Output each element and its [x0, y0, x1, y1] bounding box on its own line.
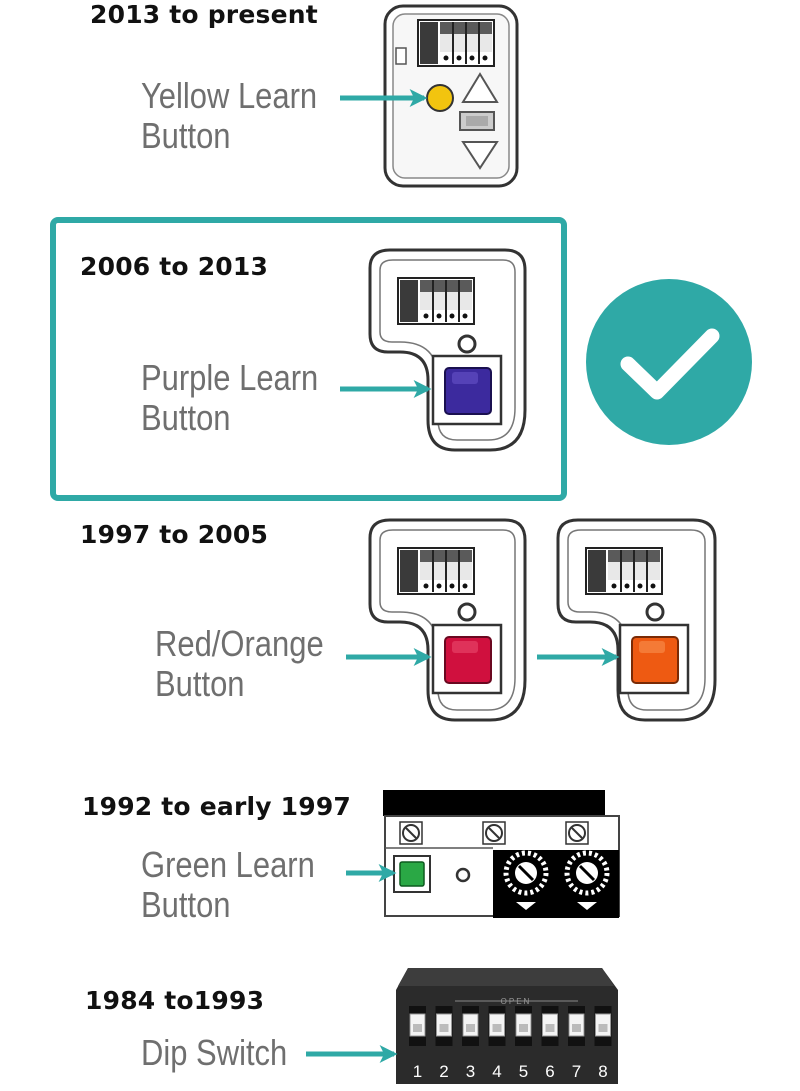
control-panel-2013	[383, 4, 519, 188]
section-title-1992: 1992 to early 1997	[82, 792, 352, 821]
dial-label-3: 3	[578, 796, 585, 811]
dip-switch-number: 7	[572, 1062, 581, 1081]
label-dip-switch: Dip Switch	[141, 1032, 288, 1073]
control-panel-1997-orange	[556, 518, 717, 722]
dip-switch-paddle-grip	[598, 1024, 608, 1032]
dip-switch-number: 6	[545, 1062, 554, 1081]
dip-switch-number: 4	[492, 1062, 501, 1081]
yellow-learn-button	[426, 84, 454, 112]
green-learn-button	[399, 861, 425, 887]
dip-switch-number: 2	[439, 1062, 448, 1081]
checkmark-icon	[586, 279, 752, 445]
dip-switch-paddle-grip	[439, 1024, 449, 1032]
dip-switch-paddle-grip	[413, 1024, 422, 1032]
section-title-1984: 1984 to1993	[85, 986, 265, 1015]
section-title-2013: 2013 to present	[90, 0, 318, 29]
control-panel-2006	[368, 248, 527, 452]
dip-switch-paddle-grip	[466, 1024, 475, 1032]
dip-switch-number: 1	[413, 1062, 422, 1081]
section-title-2006: 2006 to 2013	[80, 252, 269, 281]
dip-switch-number: 5	[519, 1062, 528, 1081]
selected-section-highlight	[50, 217, 567, 501]
dial-label-1: 1	[412, 796, 419, 811]
control-panel-1997-red	[368, 518, 527, 722]
dip-switch-paddle-grip	[545, 1024, 555, 1032]
dip-switch-paddle-grip	[519, 1024, 528, 1032]
dip-switch-number: 3	[466, 1062, 475, 1081]
control-panel-1992	[383, 790, 620, 918]
section-title-1997: 1997 to 2005	[80, 520, 269, 549]
dip-switch-number: 8	[598, 1062, 607, 1081]
dip-switch-paddle-grip	[572, 1024, 581, 1032]
dip-switch-open-label: OPEN	[501, 997, 532, 1006]
dip-switch-paddle-grip	[492, 1024, 502, 1032]
dial-label-2: 2	[495, 796, 502, 811]
down-arrow-icon	[461, 141, 499, 170]
up-arrow-icon	[461, 72, 499, 103]
